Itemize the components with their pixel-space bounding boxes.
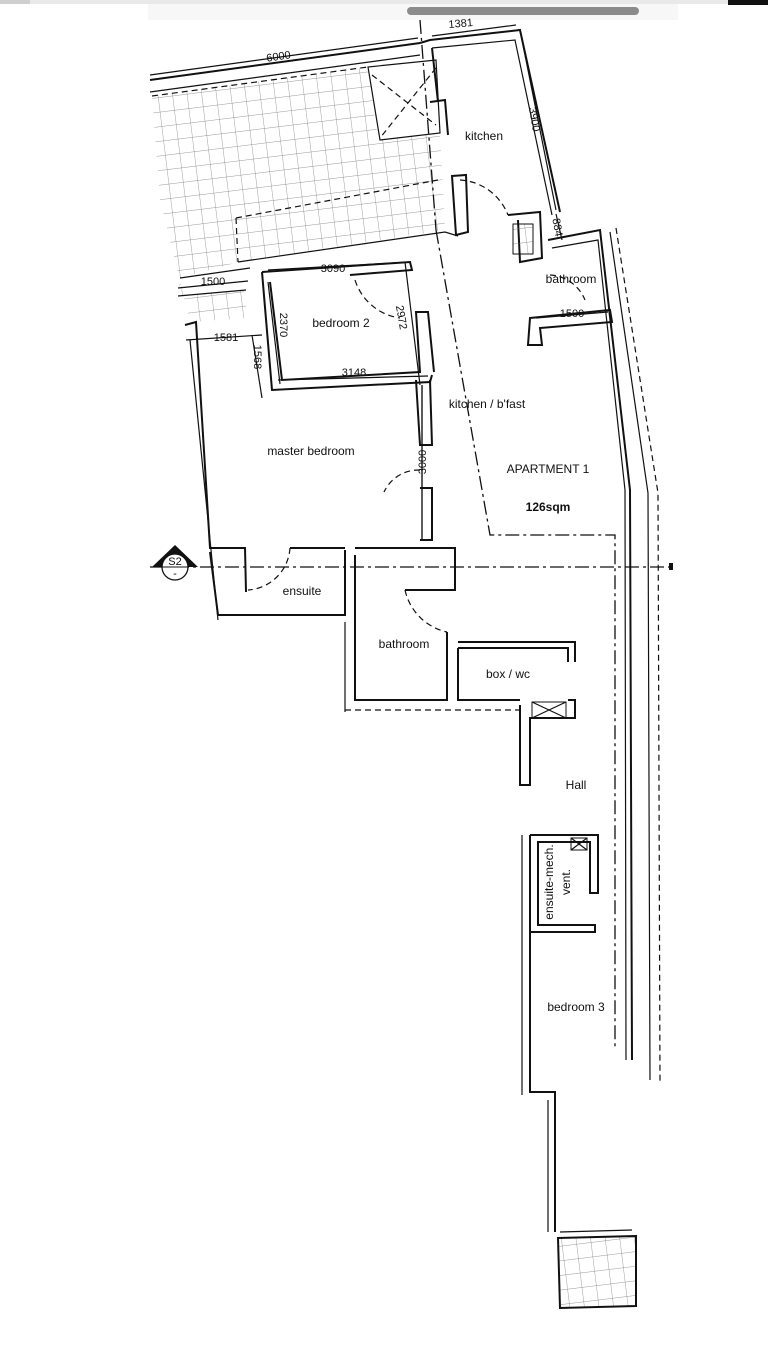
dimension-labels: 6000 1381 3900 884 3090 1500 2370 2972 1…: [201, 17, 584, 474]
room-label-bathroom-top: bathroom: [546, 272, 597, 286]
dim-1381: 1381: [448, 17, 473, 31]
dim-1568: 1568: [251, 345, 263, 369]
bedroom3-walls: [521, 834, 599, 1232]
dim-884: 884: [549, 217, 564, 237]
dim-2370: 2370: [277, 313, 289, 337]
viewer-top-right: [728, 0, 768, 5]
room-label-box-wc: box / wc: [486, 667, 530, 681]
section-end-marker: [669, 563, 673, 570]
gridline-vertical: [419, 19, 437, 231]
room-label-kitchen: kitchen: [465, 129, 503, 143]
dim-2972: 2972: [393, 304, 409, 330]
dim-3000: 3000: [417, 450, 429, 474]
dimension-lines: [149, 24, 609, 540]
viewer-top-left: [0, 0, 30, 4]
room-label-bedroom3: bedroom 3: [547, 1000, 605, 1014]
apartment-area: 126sqm: [526, 500, 571, 514]
room-label-kitchen-bfast: kitchen / b'fast: [449, 397, 526, 411]
terrace: [149, 42, 459, 322]
kitchen-walls: [419, 28, 561, 264]
dim-1500-bathroom: 1500: [560, 308, 584, 320]
section-marker[interactable]: S2 -: [152, 545, 198, 581]
section-sheet: -: [173, 568, 177, 580]
section-id: S2: [168, 556, 181, 568]
dim-3090: 3090: [321, 263, 345, 275]
dim-3148: 3148: [342, 367, 366, 379]
room-label-hall: Hall: [566, 778, 587, 792]
apartment-title: APARTMENT 1: [507, 462, 590, 476]
balcony: [556, 1229, 637, 1310]
master-bedroom-walls: [184, 320, 456, 621]
room-label-vent: vent.: [559, 869, 573, 895]
dim-1581: 1581: [214, 332, 238, 344]
apartment-boundary: [435, 229, 616, 1050]
horizontal-scrollbar[interactable]: [407, 7, 639, 15]
bedroom2-walls: [261, 260, 435, 446]
core-walls: [344, 555, 576, 786]
outer-east-wall: [526, 227, 661, 1083]
dim-1500-terrace: 1500: [201, 276, 225, 288]
room-label-bedroom2: bedroom 2: [312, 316, 370, 330]
room-label-ensuite: ensuite: [283, 584, 322, 598]
dim-6000: 6000: [266, 49, 292, 64]
room-label-bathroom: bathroom: [379, 637, 430, 651]
dim-3900: 3900: [526, 106, 542, 132]
room-label-ensuite-mech: ensuite-mech.: [542, 844, 556, 919]
room-label-master-bedroom: master bedroom: [267, 444, 354, 458]
viewer-top-bar: [0, 0, 768, 4]
